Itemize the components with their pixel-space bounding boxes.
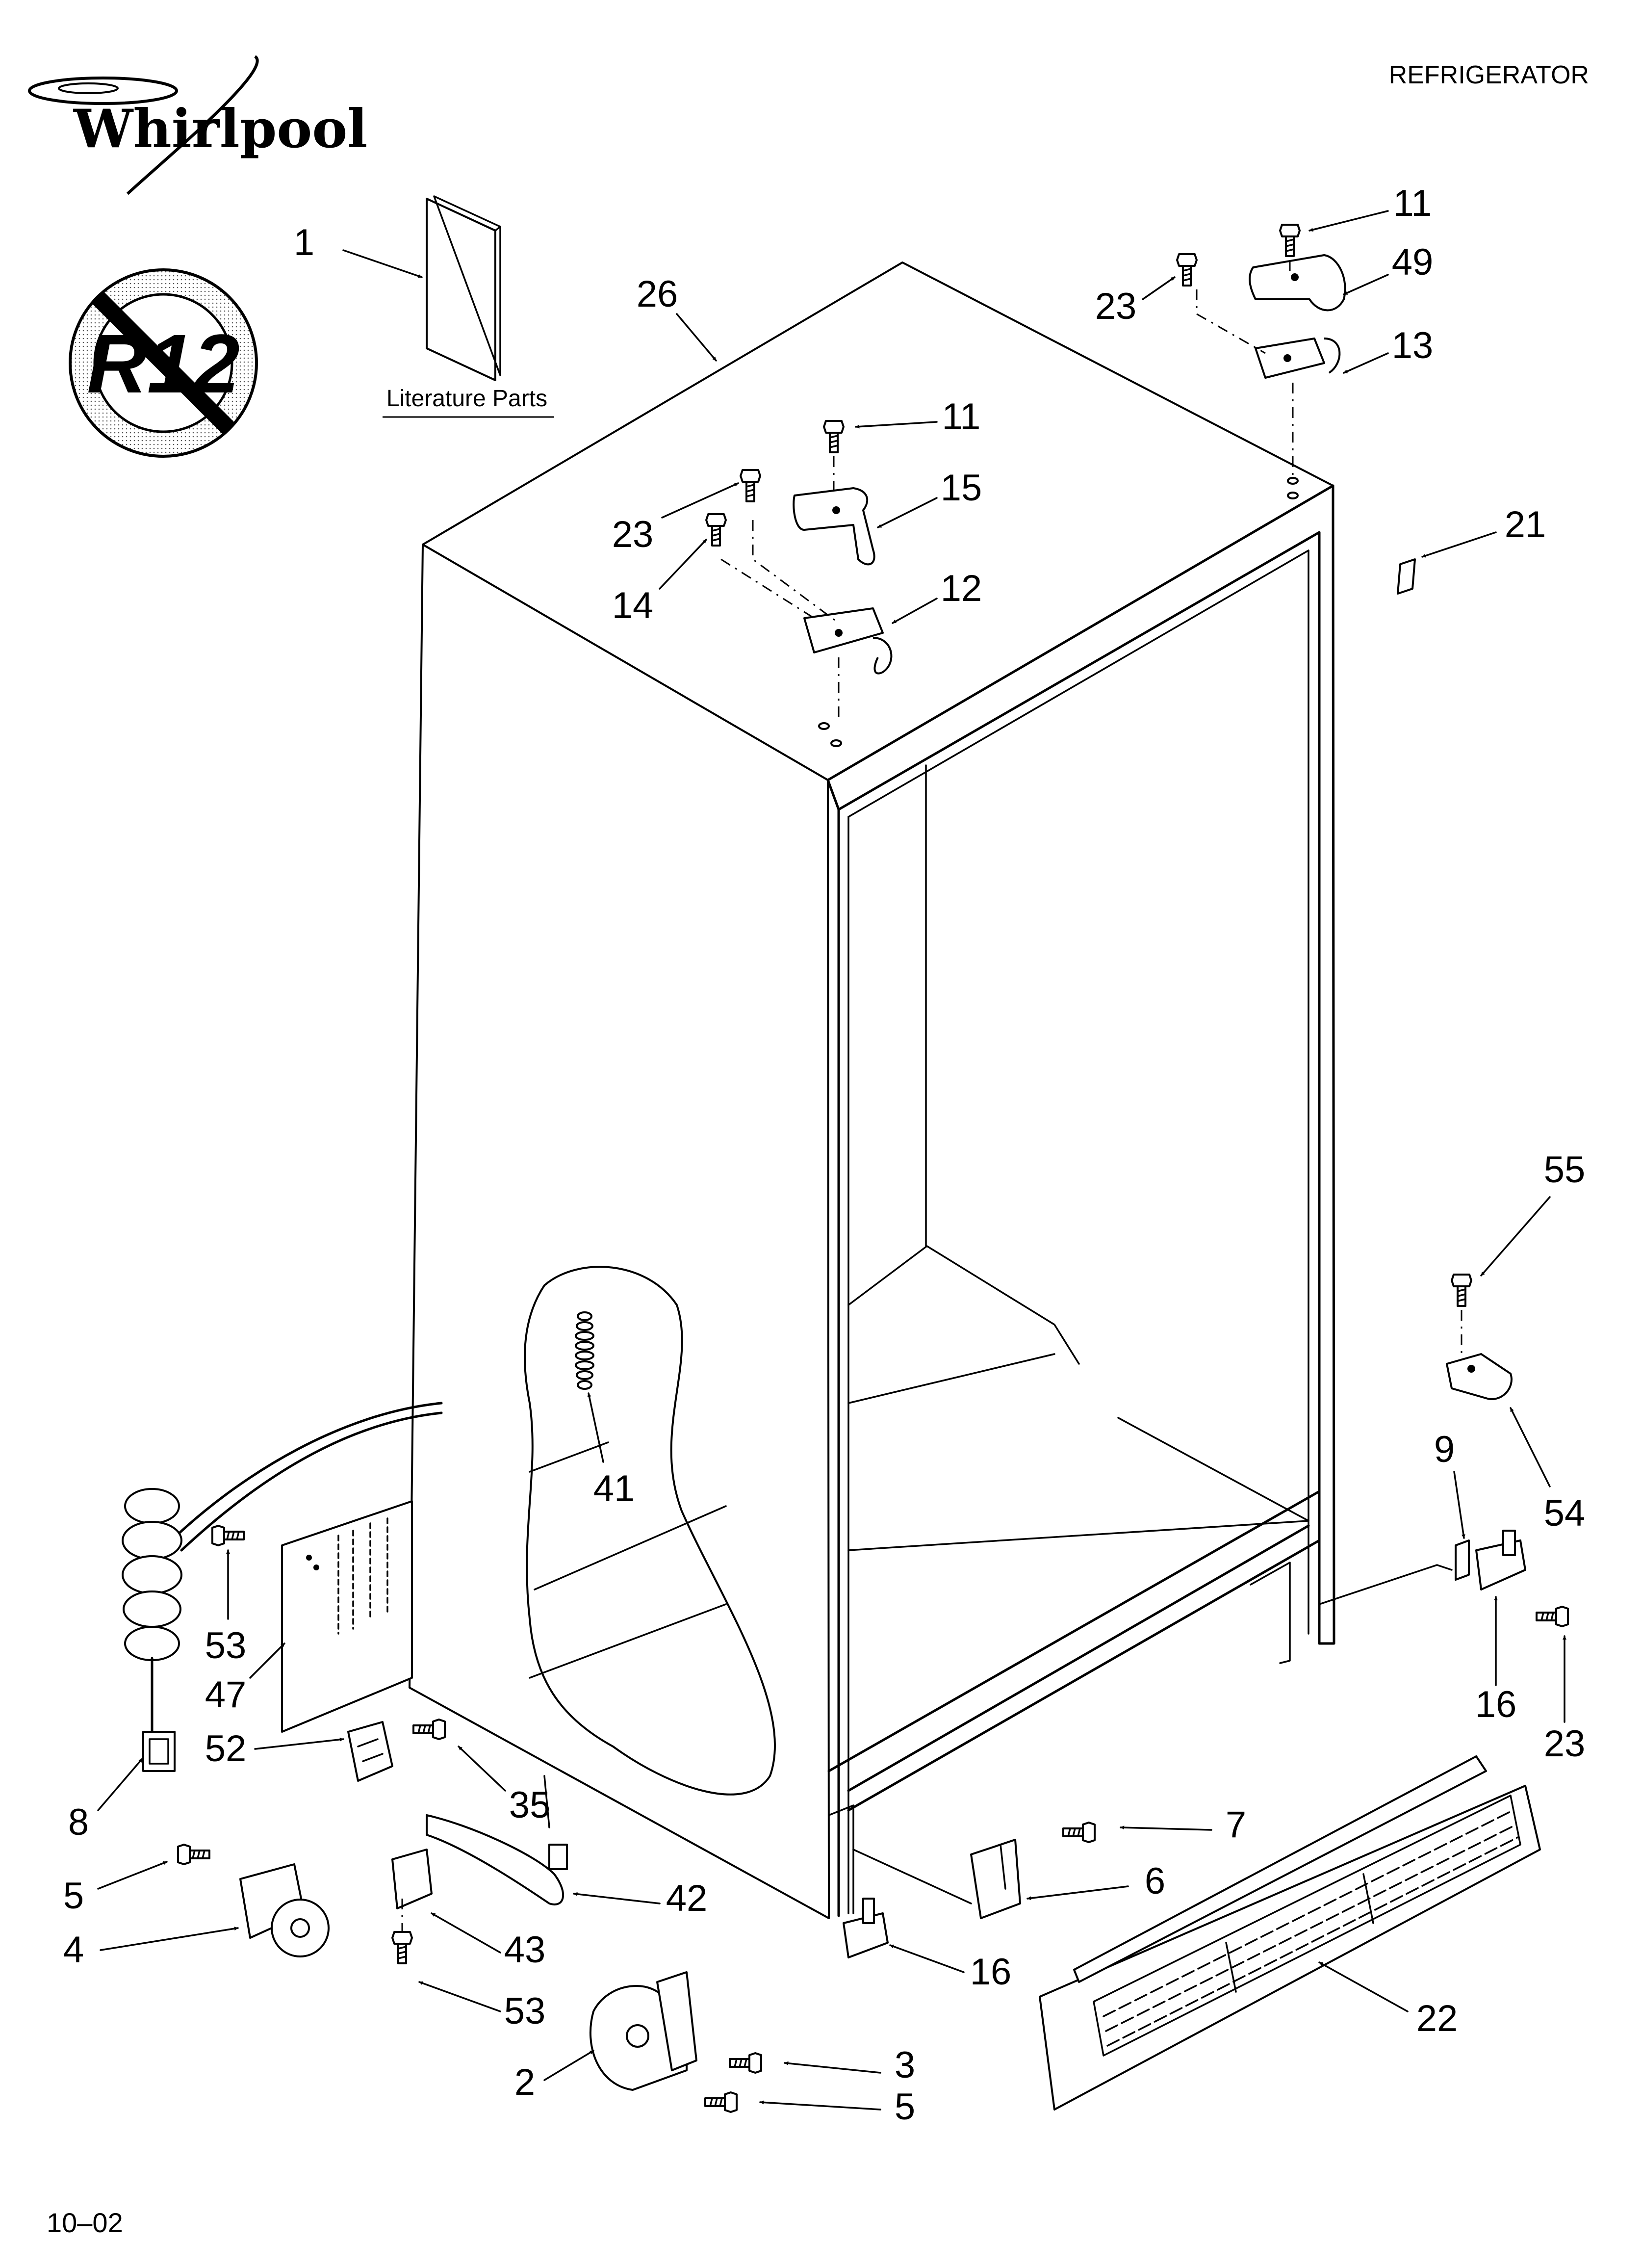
svg-text:41: 41: [593, 1468, 635, 1510]
callout-11-mid: 11: [855, 396, 981, 438]
coil-part-41: [575, 1311, 594, 1390]
callout-5-left: 5: [63, 1861, 168, 1917]
svg-text:52: 52: [205, 1728, 247, 1770]
bracket-part-9: [1455, 1539, 1470, 1581]
callout-12: 12: [892, 568, 982, 624]
refrigerator-cabinet: [409, 261, 1453, 1919]
svg-text:4: 4: [63, 1929, 84, 1971]
clamp-part-43: [391, 1849, 433, 1909]
product-title: REFRIGERATOR: [1389, 61, 1589, 89]
roller-part-4: [239, 1863, 330, 1957]
callout-23-top: 23: [1095, 276, 1176, 327]
svg-text:7: 7: [1226, 1804, 1246, 1846]
hinge-part-13: [1255, 338, 1341, 379]
svg-text:11: 11: [942, 396, 981, 438]
hinge-part-16-right: [1475, 1530, 1526, 1590]
svg-text:5: 5: [895, 2086, 915, 2128]
date-code: 10–02: [47, 2207, 123, 2238]
hinge-part-16-lower: [843, 1898, 889, 1958]
svg-text:1: 1: [294, 222, 314, 263]
brand-wordmark: Whirlpool: [73, 98, 367, 160]
svg-text:3: 3: [895, 2044, 915, 2086]
callouts: 1 26 23 11 49 13 11 15 23 14 12 21 55 54…: [63, 182, 1585, 2128]
callout-4: 4: [63, 1927, 239, 1971]
svg-text:22: 22: [1416, 1998, 1458, 2039]
callout-5-lower: 5: [759, 2086, 915, 2128]
callout-53-lower: 53: [418, 1981, 546, 2032]
callout-8: 8: [68, 1758, 143, 1843]
callout-9: 9: [1434, 1429, 1465, 1539]
svg-text:11: 11: [1393, 182, 1432, 224]
water-tube-part-42: [426, 1814, 568, 1905]
svg-text:8: 8: [68, 1801, 89, 1843]
svg-text:43: 43: [504, 1929, 546, 1971]
callout-47: 47: [205, 1642, 285, 1716]
hinge-part-12: [803, 607, 893, 675]
callout-22: 22: [1318, 1961, 1458, 2039]
svg-text:16: 16: [1475, 1684, 1517, 1725]
svg-text:53: 53: [205, 1625, 247, 1667]
callout-3: 3: [784, 2044, 915, 2086]
callout-14: 14: [612, 539, 707, 626]
svg-text:23: 23: [612, 514, 654, 555]
callout-23-right: 23: [1544, 1635, 1586, 1765]
callout-52: 52: [205, 1728, 344, 1770]
callout-35: 35: [458, 1746, 551, 1826]
plug-part-21: [1397, 558, 1416, 595]
control-box-part-47: [281, 1500, 413, 1733]
literature-label: Literature Parts: [386, 386, 547, 412]
svg-text:55: 55: [1544, 1149, 1586, 1191]
hinge-cover-part-49: [1249, 254, 1346, 312]
svg-text:42: 42: [666, 1877, 708, 1919]
power-cord-part-8: [122, 1402, 443, 1772]
callout-15: 15: [877, 467, 982, 528]
svg-text:12: 12: [941, 568, 982, 609]
svg-text:53: 53: [504, 1990, 546, 2032]
callout-16-lower: 16: [889, 1944, 1012, 1993]
svg-text:47: 47: [205, 1674, 247, 1716]
callout-7: 7: [1120, 1804, 1246, 1846]
svg-text:26: 26: [637, 273, 678, 315]
callout-2: 2: [514, 2050, 594, 2103]
callout-49: 49: [1343, 241, 1434, 295]
callout-42: 42: [573, 1877, 708, 1919]
svg-text:23: 23: [1544, 1723, 1586, 1765]
svg-text:16: 16: [970, 1951, 1012, 1993]
callout-23-mid: 23: [612, 482, 739, 555]
literature-booklet: [426, 195, 501, 381]
leveler-part-2: [589, 1971, 697, 2091]
callout-13: 13: [1343, 325, 1434, 374]
svg-text:49: 49: [1392, 241, 1434, 283]
callout-1: 1: [294, 222, 423, 278]
grille-part-22: [1039, 1755, 1541, 2111]
no-r12-icon: R12: [69, 268, 258, 458]
svg-text:15: 15: [941, 467, 982, 509]
callout-55: 55: [1480, 1149, 1586, 1277]
svg-text:9: 9: [1434, 1429, 1455, 1470]
hinge-cover-part-15: [793, 487, 875, 566]
callout-11-top: 11: [1308, 182, 1432, 232]
svg-text:14: 14: [612, 585, 654, 626]
clip-part-52: [347, 1721, 393, 1782]
bracket-part-6: [970, 1839, 1021, 1919]
callout-21: 21: [1421, 504, 1546, 558]
svg-text:5: 5: [63, 1875, 84, 1917]
whirlpool-logo: Whirlpool: [28, 55, 367, 195]
callout-16-right: 16: [1475, 1596, 1517, 1725]
callout-41: 41: [587, 1392, 635, 1510]
svg-text:2: 2: [514, 2061, 535, 2103]
callout-26: 26: [637, 273, 717, 362]
svg-text:13: 13: [1392, 325, 1434, 366]
svg-text:6: 6: [1145, 1860, 1165, 1902]
callout-54: 54: [1510, 1407, 1586, 1534]
svg-text:35: 35: [509, 1784, 551, 1826]
callout-43: 43: [431, 1912, 546, 1971]
svg-text:54: 54: [1544, 1492, 1586, 1534]
svg-text:21: 21: [1505, 504, 1546, 546]
callout-6: 6: [1026, 1860, 1165, 1902]
bracket-part-54: [1446, 1353, 1513, 1400]
svg-text:23: 23: [1095, 286, 1137, 327]
callout-53-left: 53: [205, 1549, 247, 1667]
